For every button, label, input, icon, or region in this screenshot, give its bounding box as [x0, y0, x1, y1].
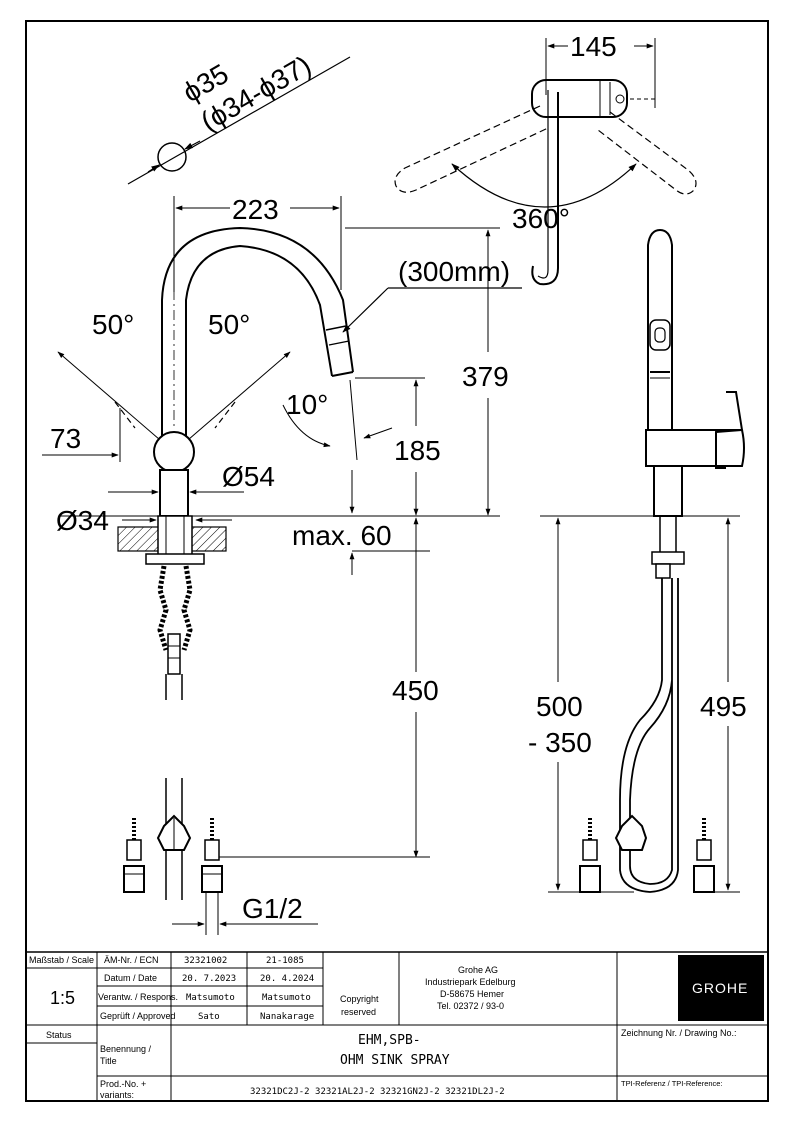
approved-value-1: Sato [198, 1012, 220, 1022]
lever-ball [153, 431, 195, 473]
rotation-arm-right [597, 111, 697, 195]
dim-450-label: 450 [392, 675, 439, 706]
date-label: Datum / Date [104, 973, 157, 983]
grohe-logo-text: GROHE [692, 980, 748, 996]
date-value-1: 20. 7.2023 [182, 974, 236, 984]
grohe-logo-box [678, 955, 764, 1021]
company-address-1: Industriepark Edelburg [425, 977, 516, 987]
dim-54-label: Ø54 [222, 461, 275, 492]
responsible-label: Verantw. / Respons. [98, 992, 178, 1002]
title-line-1: EHM,SPB- [358, 1033, 421, 1048]
rotation-arm-left [394, 105, 549, 193]
top-view: 145 360° [394, 31, 697, 286]
dim-145-label: 145 [570, 31, 617, 62]
deck-hole-view: ϕ35 (ϕ34-ϕ37) [127, 50, 351, 185]
hose-length-label: (300mm) [398, 256, 510, 287]
rotation-label: 360° [512, 203, 570, 234]
side-hose-loop [619, 578, 679, 893]
angle-left-label: 50° [92, 309, 134, 340]
copyright-line-2: reserved [341, 1007, 376, 1017]
dim-223-label: 223 [232, 194, 279, 225]
deck-hole-circle [157, 142, 187, 172]
responsible-value-2: Matsumoto [262, 993, 311, 1003]
front-view: 223 (300mm) 379 50° 50° 10° 1 [42, 194, 522, 935]
title-block-text: Maßstab / Scale 1:5 ÄM-Nr. / ECN Datum /… [29, 955, 748, 1100]
approved-label: Geprüft / Approved [100, 1011, 176, 1021]
connector-left [123, 818, 145, 893]
braided-hose-left [157, 565, 169, 651]
company-phone: Tel. 02372 / 93-0 [437, 1001, 504, 1011]
tap-body [159, 469, 189, 517]
side-lever [715, 391, 744, 469]
scale-value: 1:5 [50, 988, 75, 1008]
dim-73-label: 73 [50, 423, 81, 454]
dim-185-label: 185 [394, 435, 441, 466]
responsible-value-1: Matsumoto [186, 993, 235, 1003]
angle-10-label: 10° [286, 389, 328, 420]
thread-label: G1/2 [242, 893, 303, 924]
status-label: Status [46, 1030, 72, 1040]
dim-495-label: 495 [700, 691, 747, 722]
tpi-label: TPI-Referenz / TPI-Reference: [621, 1079, 723, 1088]
side-body [645, 429, 745, 467]
prod-label-1: Prod.-No. + [100, 1079, 146, 1089]
title-label-1: Benennung / [100, 1044, 152, 1054]
company-name: Grohe AG [458, 965, 498, 975]
title-block [25, 951, 769, 1102]
spout-inner [185, 244, 333, 440]
side-connector-left [579, 818, 601, 893]
copyright-line-1: Copyright [340, 994, 379, 1004]
side-view: 500 - 350 495 [528, 228, 747, 893]
date-value-2: 20. 4.2024 [260, 974, 314, 984]
prod-label-2: variants: [100, 1090, 134, 1100]
connector-right [201, 818, 223, 893]
braided-hose-right [181, 565, 193, 651]
side-spout [647, 228, 673, 430]
title-label-2: Title [100, 1056, 117, 1066]
title-line-2: OHM SINK SPRAY [340, 1053, 450, 1068]
company-address-2: D-58675 Hemer [440, 989, 504, 999]
ecn-value-1: 32321002 [184, 956, 227, 966]
deck-hole-leader [127, 56, 351, 185]
rotation-arc [451, 163, 637, 208]
side-hose-coupling [614, 814, 648, 851]
dim-500-label: 500 [536, 691, 583, 722]
ecn-value-2: 21-1085 [266, 956, 304, 966]
dim-34-label: Ø34 [56, 505, 109, 536]
mounting-shank [157, 515, 193, 561]
side-connector-right [693, 818, 715, 893]
drawing-no-label: Zeichnung Nr. / Drawing No.: [621, 1028, 737, 1038]
max-thickness-label: max. 60 [292, 520, 392, 551]
variants-list: 32321DC2J-2 32321AL2J-2 32321GN2J-2 3232… [250, 1087, 505, 1097]
scale-label: Maßstab / Scale [29, 955, 94, 965]
dim-379-label: 379 [462, 361, 509, 392]
approved-value-2: Nanakarage [260, 1012, 314, 1022]
top-view-body [531, 79, 628, 118]
angle-right-label: 50° [208, 309, 250, 340]
ecn-label: ÄM-Nr. / ECN [104, 955, 159, 965]
spout-outer [161, 226, 354, 440]
dim-350-label: - 350 [528, 727, 592, 758]
